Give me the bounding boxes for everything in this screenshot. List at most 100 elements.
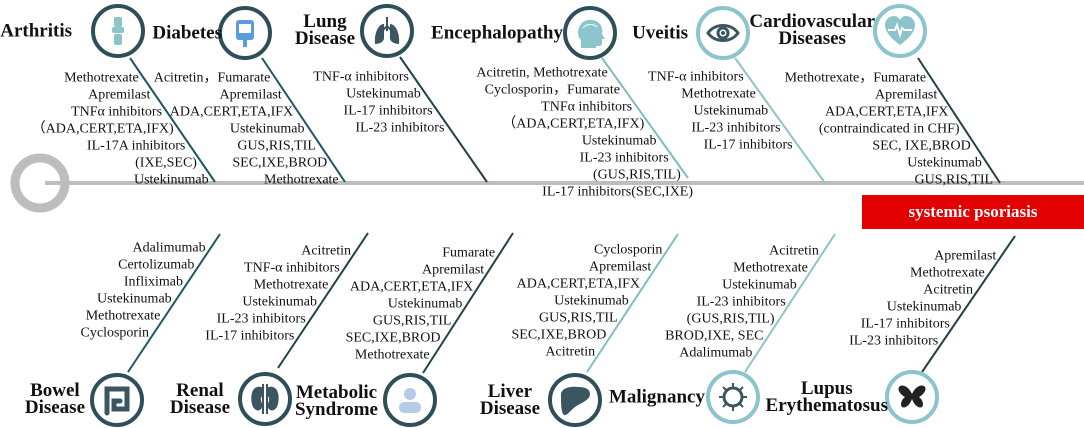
virus-icon — [719, 383, 747, 411]
eye-icon — [706, 24, 740, 42]
bowel-icon-circle — [90, 373, 144, 427]
malignancy-icon-circle — [706, 370, 760, 424]
cardiovascular-drug-item: SEC, IXE,BROD — [872, 138, 971, 154]
encephalopathy-label: Encephalopathy — [431, 22, 563, 44]
diabetes-drug-item: Methotrexate — [264, 172, 339, 188]
encephalopathy-icon-circle — [563, 6, 617, 60]
liver-label-line: Disease — [479, 398, 540, 419]
malignancy-drug-item: Methotrexate — [733, 260, 808, 276]
liver-drug-item: Acitretin — [545, 344, 596, 360]
liver-branch-line — [586, 233, 679, 373]
uveitis-drug-item: Methotrexate — [681, 86, 756, 102]
person-icon — [399, 388, 421, 413]
lupus-label-line: Erythematosus — [765, 395, 888, 416]
encephalopathy-drug-item: IL-23 inhibitors — [579, 150, 669, 166]
metabolic-label-line: Metabolic — [295, 382, 378, 403]
lung-drug-item: IL-17 inhibitors — [343, 103, 433, 119]
metabolic-drug-item: ADA,CERT,ETA,IFX — [349, 279, 474, 295]
arthritis-icon-circle — [91, 4, 145, 58]
liver-icon — [561, 386, 590, 416]
metabolic-icon-circle — [383, 373, 437, 427]
liver-icon-circle — [548, 373, 602, 427]
malignancy-drug-item: (GUS,RIS,TIL) — [686, 311, 775, 327]
arthritis-label-line: Arthritis — [0, 20, 72, 42]
lung-drug-item: IL-23 inhibitors — [355, 120, 445, 136]
renal-label-line: Disease — [169, 397, 230, 418]
renal-branch-line — [277, 232, 369, 369]
butterfly-icon — [898, 385, 926, 408]
brain-head-icon — [578, 19, 605, 48]
arthritis-drug-item: Methotrexate — [64, 70, 139, 86]
cardiovascular-label-line: Cardiovascular — [749, 11, 875, 32]
diabetes-label: Diabetes — [152, 22, 222, 44]
arthritis-drug-item: TNFα inhibitors — [71, 104, 163, 120]
uveitis-icon-circle — [696, 6, 750, 60]
diabetes-drug-item: Ustekinumab — [229, 121, 305, 137]
center-label-text: systemic psoriasis — [908, 202, 1038, 221]
encephalopathy-drug-item: IL-17 inhibitors(SEC,IXE) — [542, 184, 694, 200]
diabetes-label-line: Diabetes — [152, 22, 222, 44]
cardiovascular-drug-item: (contraindicated in CHF) — [818, 121, 960, 137]
bowel-drug-item: Infliximab — [123, 274, 183, 290]
diabetes-drug-item: GUS,RIS,TIL — [237, 138, 316, 154]
lupus-drug-item: Methotrexate — [910, 265, 985, 281]
liver-drug-item: GUS,RIS,TIL — [539, 310, 618, 326]
lupus-drug-item: IL-17 inhibitors — [860, 316, 950, 332]
uveitis-branch-line — [734, 57, 826, 184]
diabetes-drug-item: ADA,CERT,ETA,IFX — [169, 104, 294, 120]
renal-drug-item: Acitretin — [301, 243, 351, 259]
malignancy-drug-item: Adalimumab — [679, 345, 753, 361]
arthritis-drug-item: Apremilast — [88, 87, 151, 103]
cardiovascular-drug-item: Ustekinumab — [907, 155, 982, 171]
arthritis-branch-line — [129, 57, 216, 183]
lupus-branch-line — [921, 235, 1016, 373]
arthritis-drug-item: Ustekinumab — [133, 172, 209, 188]
uveitis-label-line: Uveitis — [632, 22, 688, 44]
iv-bag-icon — [236, 20, 254, 47]
uveitis-drug-item: TNF-α inhibitors — [648, 69, 744, 85]
bowel-drug-item: Certolizumab — [118, 257, 195, 273]
renal-drug-item: TNF-α inhibitors — [244, 260, 340, 276]
cardiovascular-drug-item: ADA,CERT,ETA,IFX — [825, 104, 949, 120]
lupus-drug-item: IL-23 inhibitors — [849, 333, 939, 349]
bowel-branch-line — [127, 233, 221, 373]
metabolic-drug-item: GUS,RIS,TIL — [372, 313, 452, 329]
malignancy-drug-item: Ustekinumab — [722, 277, 797, 293]
encephalopathy-label-line: Encephalopathy — [431, 22, 563, 44]
lupus-drug-item: Acitretin — [923, 282, 974, 298]
kidneys-icon — [251, 384, 279, 414]
liver-drug-item: Apremilast — [589, 259, 652, 275]
bowel-drug-item: Methotrexate — [85, 308, 161, 324]
center-label: systemic psoriasis — [862, 195, 1084, 229]
metabolic-drug-item: Apremilast — [421, 262, 485, 278]
arthritis-drug-item: IL-17A inhibitors — [86, 138, 186, 154]
liver-drug-item: Cyclosporin — [593, 242, 663, 258]
uveitis-drug-item: IL-17 inhibitors — [703, 137, 793, 153]
diabetes-drug-item: SEC,IXE,BROD — [232, 155, 328, 171]
diabetes-drug-item: Acitretin，Fumarate — [153, 70, 271, 86]
lung-drug-item: Ustekinumab — [346, 86, 421, 102]
malignancy-drug-item: BROD,IXE, SEC — [665, 328, 764, 344]
metabolic-drug-item: Ustekinumab — [387, 296, 463, 312]
encephalopathy-drug-item: （ADA,CERT,ETA,IFX) — [502, 116, 645, 132]
cardiovascular-icon-circle — [873, 4, 927, 58]
lupus-drug-item: Apremilast — [934, 248, 997, 264]
cardiovascular-drug-item: GUS,RIS,TIL — [914, 172, 994, 188]
arthritis-drug-item: (IXE,SEC) — [135, 155, 197, 171]
encephalopathy-drug-item: (GUS,RIS,TIL) — [592, 167, 681, 183]
lung-label-line: Disease — [294, 28, 355, 49]
liver-drug-item: Ustekinumab — [554, 293, 629, 309]
metabolic-branch-line — [422, 232, 514, 374]
diabetes-branch-line — [261, 57, 346, 183]
cardiovascular-label-line: Diseases — [778, 28, 846, 49]
bowel-drug-item: Cyclosporin — [80, 325, 149, 341]
metabolic-label-line: Syndrome — [294, 399, 378, 420]
bowel-drug-item: Ustekinumab — [97, 291, 172, 307]
lung-branch-line — [399, 56, 488, 183]
